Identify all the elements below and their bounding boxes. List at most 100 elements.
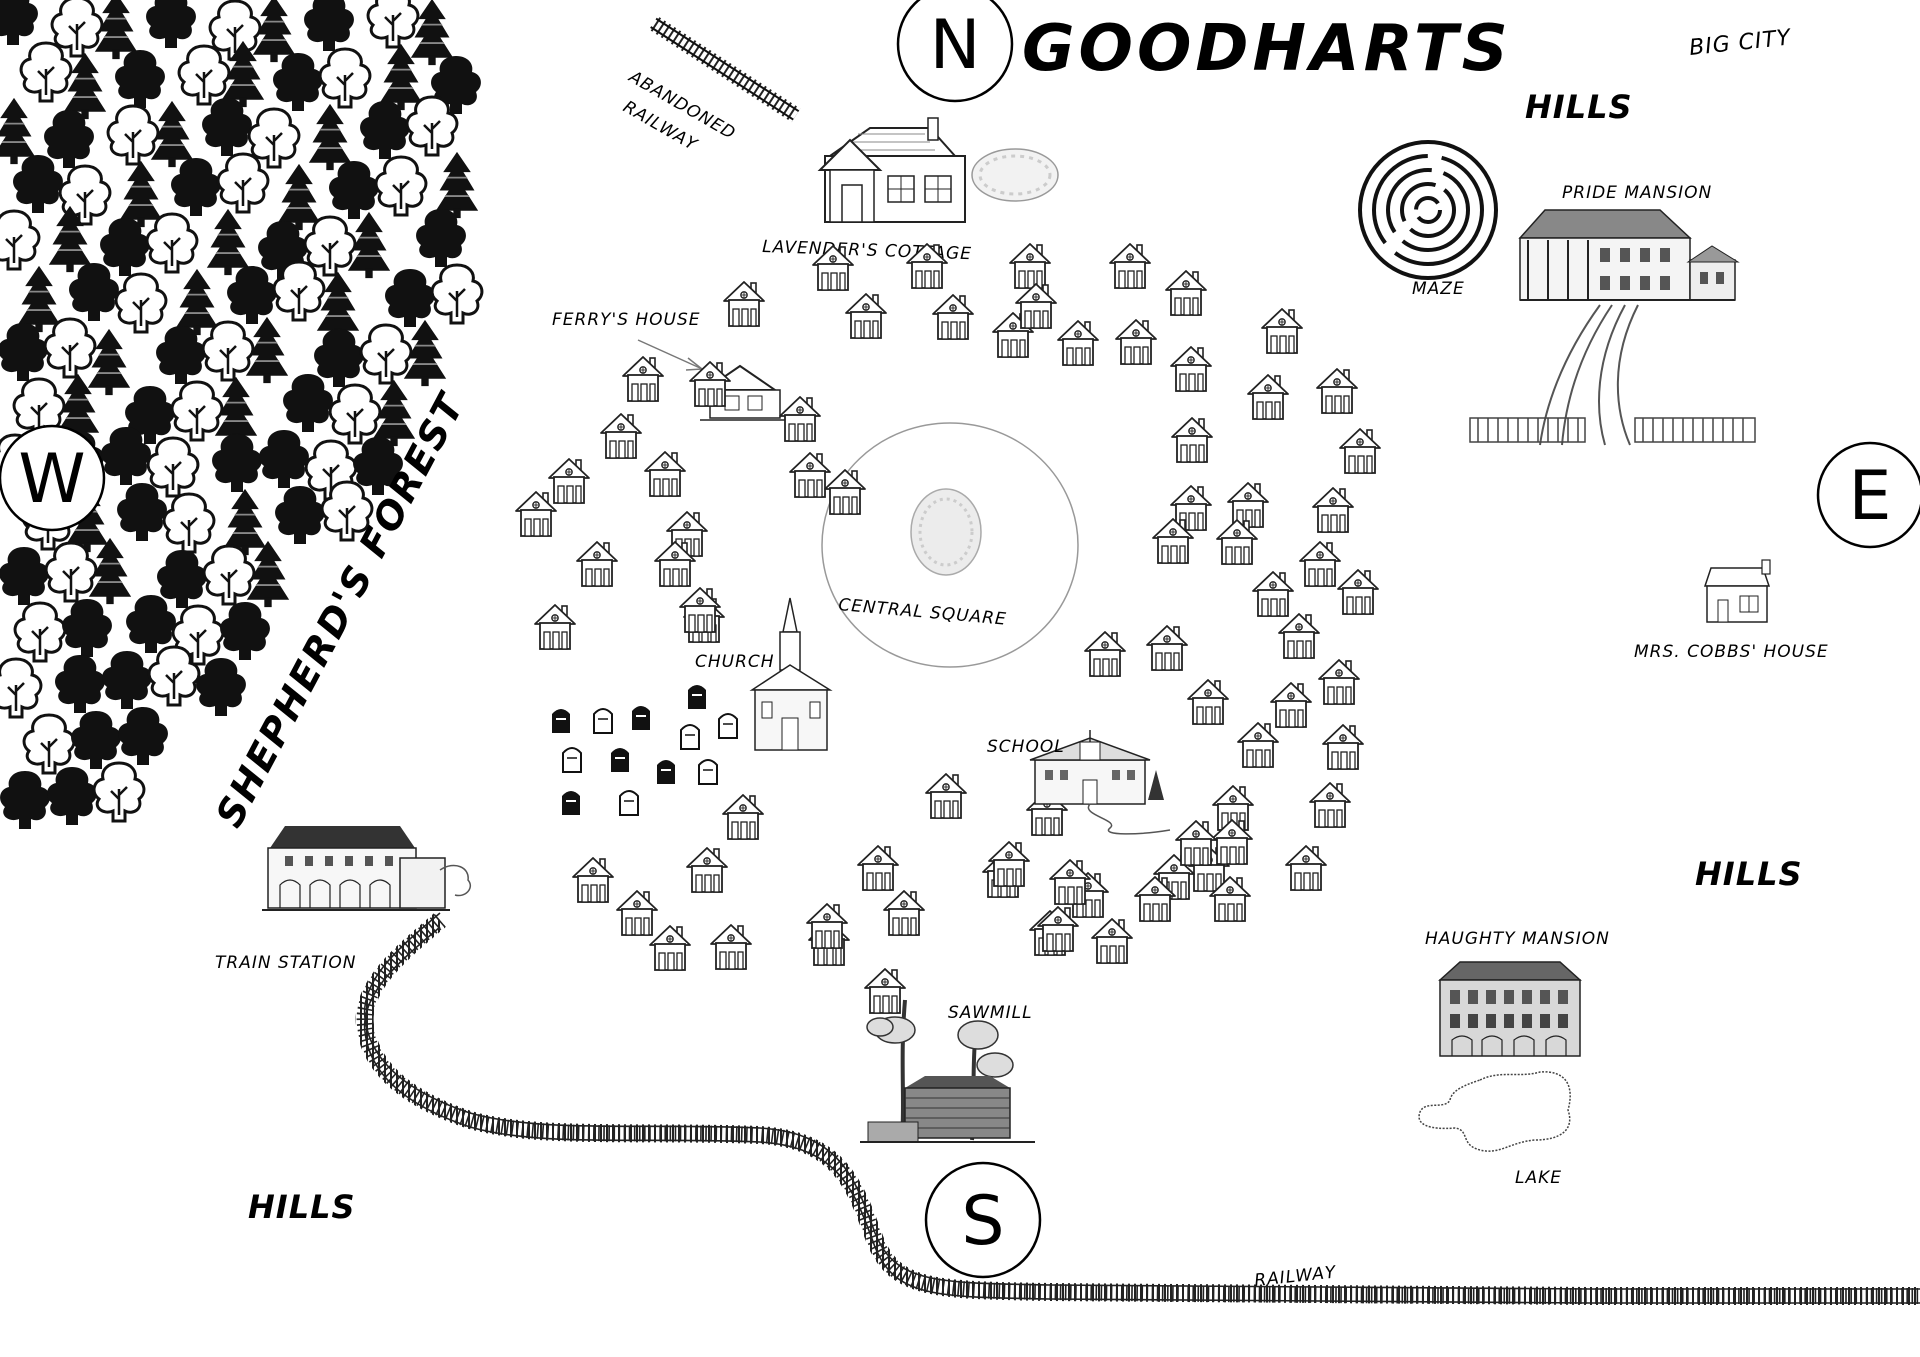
house-icon [1037, 906, 1079, 952]
house-icon [689, 361, 731, 407]
tree-icon [359, 323, 413, 385]
compass-north: N [896, 0, 1014, 103]
pride-mansion-label: PRIDE MANSION [1562, 183, 1712, 203]
compass-south: S [924, 1161, 1042, 1279]
house-icon [932, 294, 974, 340]
tree-icon [366, 0, 420, 49]
mrs-cobbs-house: MRS. COBBS' HOUSE [1634, 559, 1828, 662]
shepherds-forest-trees [0, 0, 484, 829]
tree-icon [92, 761, 146, 823]
house-icon [1309, 782, 1351, 828]
tree-icon [216, 152, 270, 214]
house-icon [1261, 308, 1303, 354]
haughty-mansion: HAUGHTY MANSION [1425, 929, 1609, 1057]
house-icon [883, 890, 925, 936]
school-label: SCHOOL [987, 737, 1065, 757]
house-icon [1109, 243, 1151, 289]
house-icon [576, 541, 618, 587]
house-icon [1170, 346, 1212, 392]
house-icon [1299, 541, 1341, 587]
tree-icon [146, 436, 200, 498]
tree-icon [22, 713, 76, 775]
ferrys-house-label: FERRY'S HOUSE [552, 310, 701, 330]
tree-icon [328, 383, 382, 445]
house-icon [679, 587, 721, 633]
lavenders-cottage: LAVENDER'S COTTAGE [762, 117, 1059, 264]
house-icon [1270, 682, 1312, 728]
tree-icon [314, 329, 364, 387]
tree-icon [374, 155, 428, 217]
compass-west: W [0, 424, 106, 532]
tree-icon [55, 655, 105, 713]
pine-tree-icon [93, 0, 139, 61]
house-icon [1091, 918, 1133, 964]
church: CHURCH [695, 597, 833, 751]
big-city-label: BIG CITY [1688, 25, 1793, 61]
sawmill: SAWMILL [860, 999, 1035, 1143]
pine-tree-icon [251, 0, 297, 64]
house-icon [644, 451, 686, 497]
tree-icon [0, 209, 41, 271]
house-icon [1247, 374, 1289, 420]
compass-north-letter: N [930, 6, 981, 85]
gravestone-icon [551, 708, 571, 734]
tree-icon [102, 651, 152, 709]
house-icon [1339, 428, 1381, 474]
tree-icon [0, 547, 49, 605]
house-icon [1115, 319, 1157, 365]
tree-icon [157, 550, 207, 608]
house-icon [600, 413, 642, 459]
house-icon [1237, 722, 1279, 768]
tree-icon [177, 44, 231, 106]
house-icon [1175, 820, 1217, 866]
house-icon [1278, 613, 1320, 659]
tree-icon [115, 50, 165, 108]
pine-tree-icon [276, 162, 322, 232]
pine-tree-icon [205, 207, 251, 277]
tree-icon [43, 317, 97, 379]
tree-icon [212, 434, 262, 492]
house-icon [534, 604, 576, 650]
tree-icon [329, 161, 379, 219]
tree-icon [304, 0, 354, 51]
house-icon [572, 857, 614, 903]
house-icon [1312, 487, 1354, 533]
house-icon [622, 356, 664, 402]
tree-icon [146, 0, 196, 48]
ferrys-house: FERRY'S HOUSE [552, 310, 790, 421]
house-icon [710, 924, 752, 970]
house-icon [925, 773, 967, 819]
house-icon [1316, 368, 1358, 414]
tree-icon [101, 427, 151, 485]
graveyard [551, 684, 738, 816]
gravestone-icon [619, 790, 639, 816]
train-station: TRAIN STATION [215, 826, 472, 973]
central-square-label: CENTRAL SQUARE [838, 595, 1008, 630]
gravestone-icon [610, 747, 630, 773]
train-station-label: TRAIN STATION [215, 953, 356, 973]
house-icon [806, 903, 848, 949]
village-houses [515, 243, 1381, 1014]
house-icon [789, 452, 831, 498]
tree-icon [220, 602, 270, 660]
lake: LAKE [1418, 1071, 1571, 1188]
tree-icon [0, 771, 50, 829]
house-icon [1252, 571, 1294, 617]
tree-icon [259, 430, 309, 488]
gravestone-icon [687, 684, 707, 710]
house-icon [1146, 625, 1188, 671]
gravestone-icon [593, 708, 613, 734]
tree-icon [145, 212, 199, 274]
gravestone-icon [562, 747, 582, 773]
gravestone-icon [561, 790, 581, 816]
tree-icon [13, 155, 63, 213]
house-icon [722, 794, 764, 840]
hills-east-label: HILLS [1695, 855, 1803, 893]
house-icon [1165, 270, 1207, 316]
gravestone-icon [718, 713, 738, 739]
compass-east: E [1816, 441, 1920, 549]
house-icon [1318, 659, 1360, 705]
house-icon [1015, 283, 1057, 329]
map-title: GOODHARTS [1022, 12, 1512, 86]
